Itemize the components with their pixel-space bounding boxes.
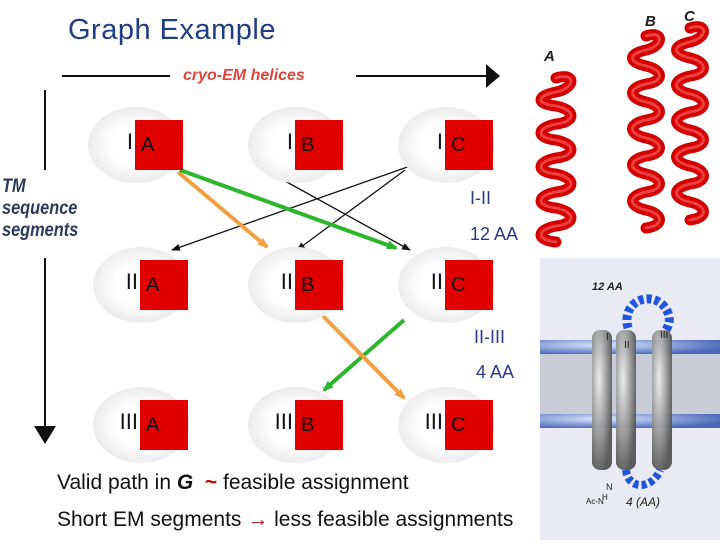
node-III-B: III B (248, 387, 344, 463)
node-roman: II (430, 269, 443, 294)
node-letter: C (451, 414, 466, 436)
helix-label-a: A (544, 48, 555, 65)
helix-a (535, 71, 577, 248)
node-roman: II (125, 269, 138, 294)
helix-box: C (445, 120, 493, 170)
edge-IA-IIB (176, 170, 269, 249)
membrane-topology-image: 12 AA I II III 4 (AA) N H Ac-N (540, 258, 720, 540)
node-I-B: I B (248, 107, 344, 183)
node-letter: A (146, 274, 160, 296)
node-roman: III (119, 409, 138, 434)
helix-box: B (295, 260, 343, 310)
helix-bead-columns (592, 330, 672, 470)
caption-1-g: G (176, 471, 194, 494)
node-I-C: I C (398, 107, 494, 183)
caption-1-pre: Valid path in (57, 471, 177, 494)
side-axis-arrow (34, 90, 56, 444)
loop-12aa (622, 294, 674, 339)
node-letter: C (451, 274, 466, 296)
right-arrow-icon: → (247, 508, 269, 531)
cryo-em-helices-image (535, 21, 709, 248)
helix-c (671, 21, 709, 226)
loop-label-12aa: 12 AA (592, 281, 623, 293)
terminus-n-label: N (606, 482, 613, 492)
tm-axis-label: TM sequence segments (2, 176, 78, 242)
helix-label-b: B (645, 13, 656, 30)
side-label-line-1: TM (2, 176, 26, 197)
edge-IC-IIB (296, 169, 406, 251)
caption-2-post: less feasible assignments (274, 508, 514, 531)
edge-IIB-IIIC (320, 313, 406, 400)
side-label-line-3: segments (2, 220, 79, 241)
cryo-em-axis-label: cryo-EM helices (183, 67, 305, 84)
node-letter: B (301, 414, 315, 436)
topology-helix-label-i: I (606, 332, 609, 343)
node-III-A: III A (93, 387, 189, 463)
top-axis-arrow (62, 64, 500, 88)
helix-box: C (445, 400, 493, 450)
edge-IC-IIA (171, 164, 414, 251)
caption-valid-path: Valid path in G ~ feasible assignment (57, 471, 409, 495)
caption-short-em: Short EM segments → less feasible assign… (57, 508, 513, 532)
terminus-acn-label: Ac-N (586, 497, 604, 506)
node-letter: B (301, 134, 315, 156)
node-roman: I (436, 129, 443, 154)
node-roman: I (126, 129, 133, 154)
node-letter: A (146, 414, 160, 436)
side-label-line-2: sequence (2, 198, 78, 219)
caption-2-pre: Short EM segments (57, 508, 242, 531)
membrane-topology-drawing: 12 AA I II III 4 (AA) N H Ac-N (540, 281, 720, 509)
node-II-B: II B (248, 247, 344, 323)
helix-box: C (445, 260, 493, 310)
helix-box: A (135, 120, 183, 170)
edge-label-ii-iii: II-III (474, 327, 505, 347)
edge-label-4aa: 4 AA (476, 362, 515, 382)
node-II-C: II C (398, 247, 494, 323)
node-II-A: II A (93, 247, 189, 323)
caption-1-tilde: ~ (204, 471, 218, 494)
helix-label-c: C (684, 8, 695, 25)
slide-title: Graph Example (68, 14, 276, 46)
topology-helix-label-iii: III (660, 330, 668, 341)
node-letter: A (141, 134, 155, 156)
terminus-h-label: H (602, 493, 608, 502)
helix-box: B (295, 120, 343, 170)
edge-IA-IIC (179, 168, 398, 250)
helix-b (627, 29, 665, 234)
node-roman: III (424, 409, 443, 434)
helix-box: A (140, 400, 188, 450)
edge-label-i-ii: I-II (470, 188, 491, 208)
node-I-A: I A (88, 107, 184, 183)
loop-4aa (622, 468, 664, 489)
helix-box: A (140, 260, 188, 310)
helix-box: B (295, 400, 343, 450)
edge-label-12aa: 12 AA (470, 224, 519, 244)
bottom-label-4aa: 4 (AA) (626, 495, 660, 509)
edge-IB-IIC (264, 169, 411, 251)
node-III-C: III C (398, 387, 494, 463)
node-roman: III (274, 409, 293, 434)
node-roman: I (286, 129, 293, 154)
topology-helix-label-ii: II (624, 340, 630, 351)
node-letter: C (451, 134, 466, 156)
caption-1-post: feasible assignment (222, 471, 409, 494)
node-roman: II (280, 269, 293, 294)
node-letter: B (301, 274, 315, 296)
